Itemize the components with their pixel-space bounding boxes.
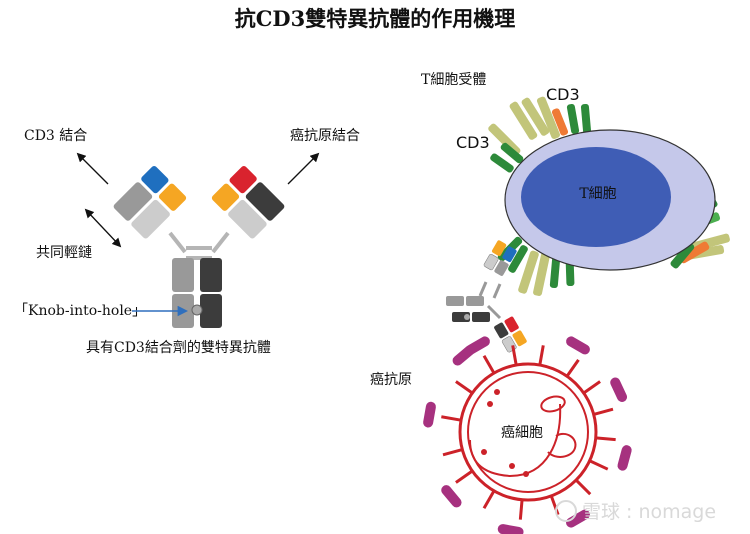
- cancer-antigen-binding-label: 癌抗原結合: [290, 128, 360, 144]
- cancer-antigen-marker: [497, 524, 524, 534]
- cd3-binding-arrow: [76, 152, 109, 185]
- snowball-logo-icon: [555, 500, 577, 522]
- knob-icon: [191, 304, 203, 316]
- fc-region: [172, 258, 222, 328]
- organelle-dot: [494, 389, 500, 395]
- tumor-fab-arm: [211, 165, 285, 239]
- light-chain-variable-right: [211, 183, 240, 211]
- page-title: 抗CD3雙特異抗體的作用機理: [235, 6, 516, 31]
- cancer-cell-organelle-ring: [547, 432, 577, 458]
- organelle-dot: [481, 449, 487, 455]
- cancer-antigen-label: 癌抗原: [370, 372, 412, 388]
- cancer-cell-label: 癌細胞: [501, 425, 543, 441]
- cancer-cell-spike: [565, 359, 580, 378]
- cd3-binding-label: CD3 結合: [24, 128, 87, 144]
- cancer-cell-spike: [482, 355, 496, 374]
- antibody-caption: 具有CD3結合劑的雙特異抗體: [86, 339, 271, 356]
- cancer-cell-spike: [593, 407, 614, 416]
- bridging-fc: [446, 296, 490, 322]
- cancer-antigen-marker: [566, 336, 590, 355]
- t-cell: [488, 96, 730, 297]
- cancer-antigen-marker: [610, 377, 628, 402]
- cancer-antigen-binding-arrow: [287, 152, 320, 185]
- t-cell-nucleus: [521, 147, 671, 247]
- watermark: 雪球 : nomage: [555, 500, 716, 523]
- cancer-cell-spike: [442, 448, 463, 457]
- cd3-variable-domain: [141, 165, 169, 194]
- common-light-chain-label: 共同輕鏈: [36, 245, 92, 261]
- cd3-fab-arm: [113, 165, 187, 239]
- cancer-cell-spike: [511, 345, 518, 366]
- bispecific-antibody: [113, 165, 285, 328]
- cancer-cell-spike: [455, 380, 474, 395]
- cancer-antigen-marker: [452, 345, 475, 366]
- cancer-cell-spike: [538, 345, 545, 366]
- cancer-cell-spike: [441, 415, 462, 422]
- light-chain-constant-right: [228, 199, 267, 239]
- cancer-cell-spike: [582, 380, 601, 395]
- cancer-cell-organelle: [540, 395, 566, 413]
- cd3-top-label: CD3: [546, 85, 580, 104]
- fc-ch2-dark: [200, 258, 222, 292]
- hinge-region: [168, 231, 230, 260]
- organelle-dot: [509, 463, 515, 469]
- cancer-cell-spike: [482, 490, 496, 509]
- t-cell-label: T細胞: [579, 186, 616, 202]
- cancer-cell-nucleus: [469, 403, 562, 478]
- cancer-cell-spike: [575, 479, 592, 496]
- watermark-text: 雪球 : nomage: [582, 501, 716, 523]
- t-cell-receptor-label: T細胞受體: [421, 72, 486, 88]
- cancer-cell-spike: [455, 469, 474, 484]
- knob-into-hole-label: 「Knob-into-hole」: [14, 303, 146, 319]
- cancer-cell-spike: [518, 499, 524, 520]
- cd3-left-label: CD3: [456, 133, 490, 152]
- cancer-cell-inner-membrane: [467, 371, 589, 493]
- light-chain-constant-left: [131, 199, 170, 239]
- organelle-dot: [487, 401, 493, 407]
- cancer-cell-spike: [595, 436, 616, 442]
- heavy-chain-ch1-right: [245, 182, 285, 221]
- cancer-cell: [423, 336, 632, 534]
- cancer-antigen-marker: [441, 485, 462, 508]
- fc-ch2-grey: [172, 258, 194, 292]
- common-light-chain-arrow: [84, 208, 122, 248]
- cancer-cell-spike: [588, 459, 609, 471]
- tumor-variable-domain: [229, 165, 257, 194]
- cancer-antigen-marker: [423, 401, 436, 428]
- cancer-antigen-marker: [617, 445, 632, 471]
- heavy-chain-ch1-left: [113, 182, 153, 221]
- cancer-cell-spikes: [441, 345, 616, 520]
- t-cell-receptors: [488, 96, 730, 297]
- light-chain-variable-left: [158, 183, 187, 211]
- cancer-antigen-marker: [566, 509, 590, 528]
- organelle-dot: [523, 471, 529, 477]
- fc-ch3-dark: [200, 294, 222, 328]
- cancer-antigens: [423, 336, 632, 534]
